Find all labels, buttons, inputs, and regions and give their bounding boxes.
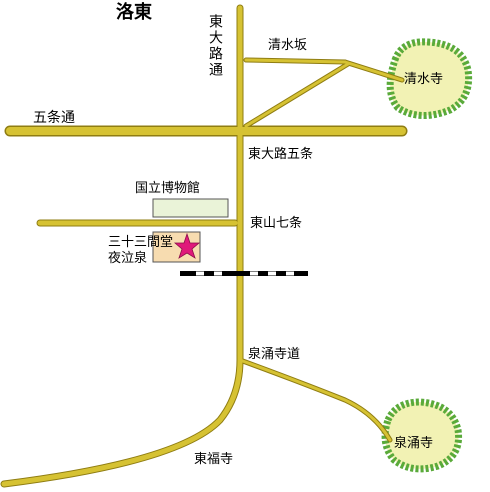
gojo-dori-label: 五条通	[33, 110, 75, 126]
higashioji-gojo-label: 東大路五条	[248, 147, 314, 162]
tofukuji-label: 東福寺	[194, 452, 234, 467]
tofukuji-road	[1, 357, 243, 487]
diagonal-road	[244, 62, 350, 128]
sanjusangendo-label: 三十三間堂	[108, 235, 174, 250]
kiyomizudera-label: 清水寺	[404, 72, 444, 87]
national-museum-label: 国立博物館	[135, 181, 201, 196]
sennyuji-michi-road	[238, 358, 392, 442]
kiyomizuzaka-road	[244, 58, 347, 64]
railway-track-icon	[180, 271, 308, 276]
map-title: 洛東	[116, 2, 152, 23]
national-museum-building	[152, 198, 229, 218]
sennyuji-michi-label: 泉涌寺道	[248, 347, 301, 362]
sennyuji-label: 泉涌寺	[394, 436, 434, 451]
higashioji-dori-label: 東大路通	[207, 14, 223, 78]
kiyomizuzaka-label: 清水坂	[268, 38, 308, 53]
kiyomizuzaka-road-east	[343, 60, 404, 82]
higashiyama-shichijo-label: 東山七条	[250, 216, 303, 231]
yonakisen-label: 夜泣泉	[108, 251, 148, 266]
star-icon	[173, 232, 201, 259]
kiyomizudera-grounds	[386, 38, 473, 119]
sennyuji-grounds	[381, 398, 463, 473]
